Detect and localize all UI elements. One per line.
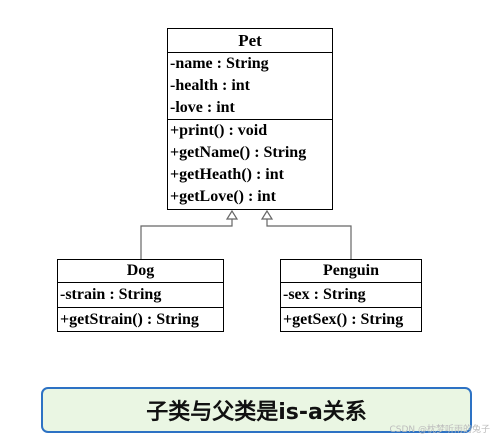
pet-attributes: -name : String -health : int -love : int (168, 53, 332, 119)
penguin-inheritance-arrowhead (260, 209, 274, 220)
penguin-attributes: -sex : String (281, 283, 421, 307)
pet-attribute-name: -name : String (170, 55, 269, 72)
caption-box: 子类与父类是is-a关系 (41, 387, 472, 433)
penguin-class-name: Penguin (281, 260, 421, 283)
pet-attribute-health: -health : int (170, 77, 250, 94)
dog-inheritance-line (140, 219, 233, 259)
pet-class-name: Pet (168, 29, 332, 53)
penguin-inheritance-line (266, 219, 352, 259)
dog-method-get-strain: +getStrain() : String (60, 311, 199, 328)
penguin-class-box: Penguin -sex : String +getSex() : String (280, 259, 422, 332)
penguin-attribute-sex: -sex : String (283, 286, 366, 303)
pet-method-get-heath: +getHeath() : int (170, 166, 284, 183)
pet-class-box: Pet -name : String -health : int -love :… (167, 28, 333, 210)
watermark: CSDN @枕梦听雨的兔子 (389, 425, 490, 435)
pet-attribute-love: -love : int (170, 99, 235, 116)
dog-class-name: Dog (58, 260, 223, 283)
dog-inheritance-arrowhead (225, 209, 239, 220)
penguin-method-get-sex: +getSex() : String (283, 311, 404, 328)
dog-attributes: -strain : String (58, 283, 223, 307)
pet-method-get-name: +getName() : String (170, 144, 307, 161)
penguin-methods: +getSex() : String (281, 307, 421, 332)
caption-text: 子类与父类是is-a关系 (146, 400, 367, 425)
dog-methods: +getStrain() : String (58, 307, 223, 332)
pet-method-get-love: +getLove() : int (170, 188, 276, 205)
pet-methods: +print() : void +getName() : String +get… (168, 119, 332, 208)
dog-attribute-strain: -strain : String (60, 286, 162, 303)
dog-class-box: Dog -strain : String +getStrain() : Stri… (57, 259, 224, 332)
pet-method-print: +print() : void (170, 122, 268, 139)
